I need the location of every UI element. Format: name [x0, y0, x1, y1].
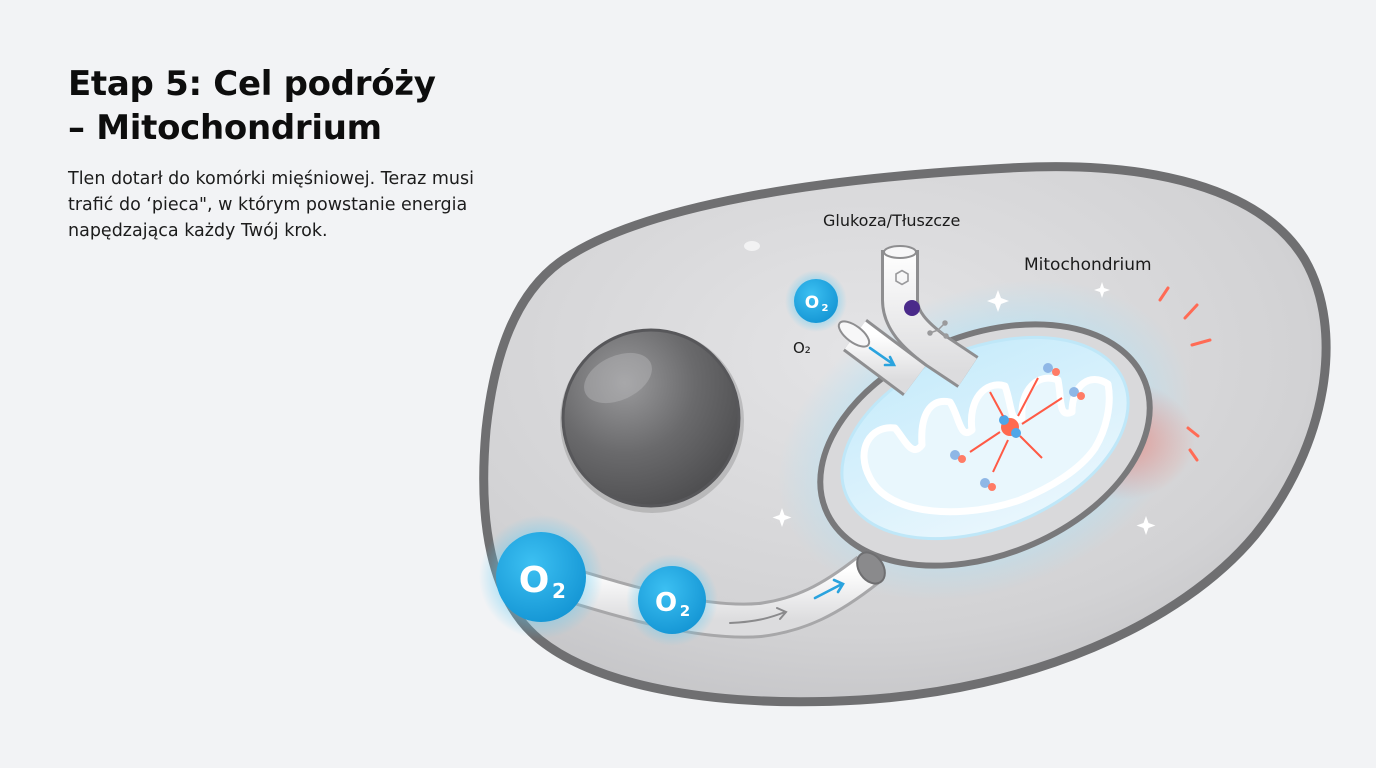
- slide-description-line-1: Tlen dotarł do komórki mięśniowej. Teraz…: [68, 169, 474, 189]
- slide-description-line-2: trafić do ‘pieca", w którym powstanie en…: [68, 195, 468, 215]
- heat-marks: [1158, 286, 1212, 462]
- flow-arrow-icon: [813, 578, 845, 600]
- fuel-hexagon-icon: [895, 269, 909, 286]
- slide-title-line-2: – Mitochondrium: [68, 108, 382, 148]
- slide-description-line-3: napędzająca każdy Twój krok.: [68, 221, 328, 241]
- oxygen-molecule-medium: O 2: [626, 554, 718, 646]
- slide-description: Tlen dotarł do komórki mięśniowej. Teraz…: [68, 166, 474, 244]
- o2-medium-subscript: 2: [680, 602, 690, 620]
- sparkle-marks: [772, 282, 1156, 535]
- oxygen-molecule-large: O 2: [479, 515, 603, 639]
- o2-large-label: O: [519, 560, 550, 601]
- oxygen-inlet-pipe: [837, 319, 927, 396]
- cell-highlight: [744, 241, 760, 251]
- fuel-branch-icon: [927, 320, 949, 339]
- flow-arrow-icon: [868, 346, 897, 367]
- glucose-fats-pipe: [881, 245, 979, 388]
- slide-title-line-1: Etap 5: Cel podróży: [68, 64, 436, 104]
- energy-molecules: [950, 363, 1085, 491]
- o2-large-subscript: 2: [552, 579, 566, 603]
- slide-title: Etap 5: Cel podróży – Mitochondrium: [68, 62, 436, 150]
- oxygen-delivery-pipe: [554, 551, 886, 639]
- flow-arrow-icon: [729, 607, 788, 624]
- mitochondrion: [772, 279, 1212, 601]
- mitochondrion-cristae: [860, 374, 1113, 516]
- o2-small-subscript: 2: [822, 303, 829, 314]
- o2-small-label: O: [805, 293, 819, 313]
- label-o2-small: O₂: [793, 339, 811, 357]
- o2-medium-label: O: [655, 588, 677, 618]
- oxygen-molecule-small: O 2: [785, 270, 847, 332]
- label-mitochondrium: Mitochondrium: [1024, 255, 1152, 275]
- label-glucose-fats: Glukoza/Tłuszcze: [823, 211, 960, 230]
- fuel-molecule: [904, 300, 920, 316]
- cell-nucleus: [560, 328, 744, 513]
